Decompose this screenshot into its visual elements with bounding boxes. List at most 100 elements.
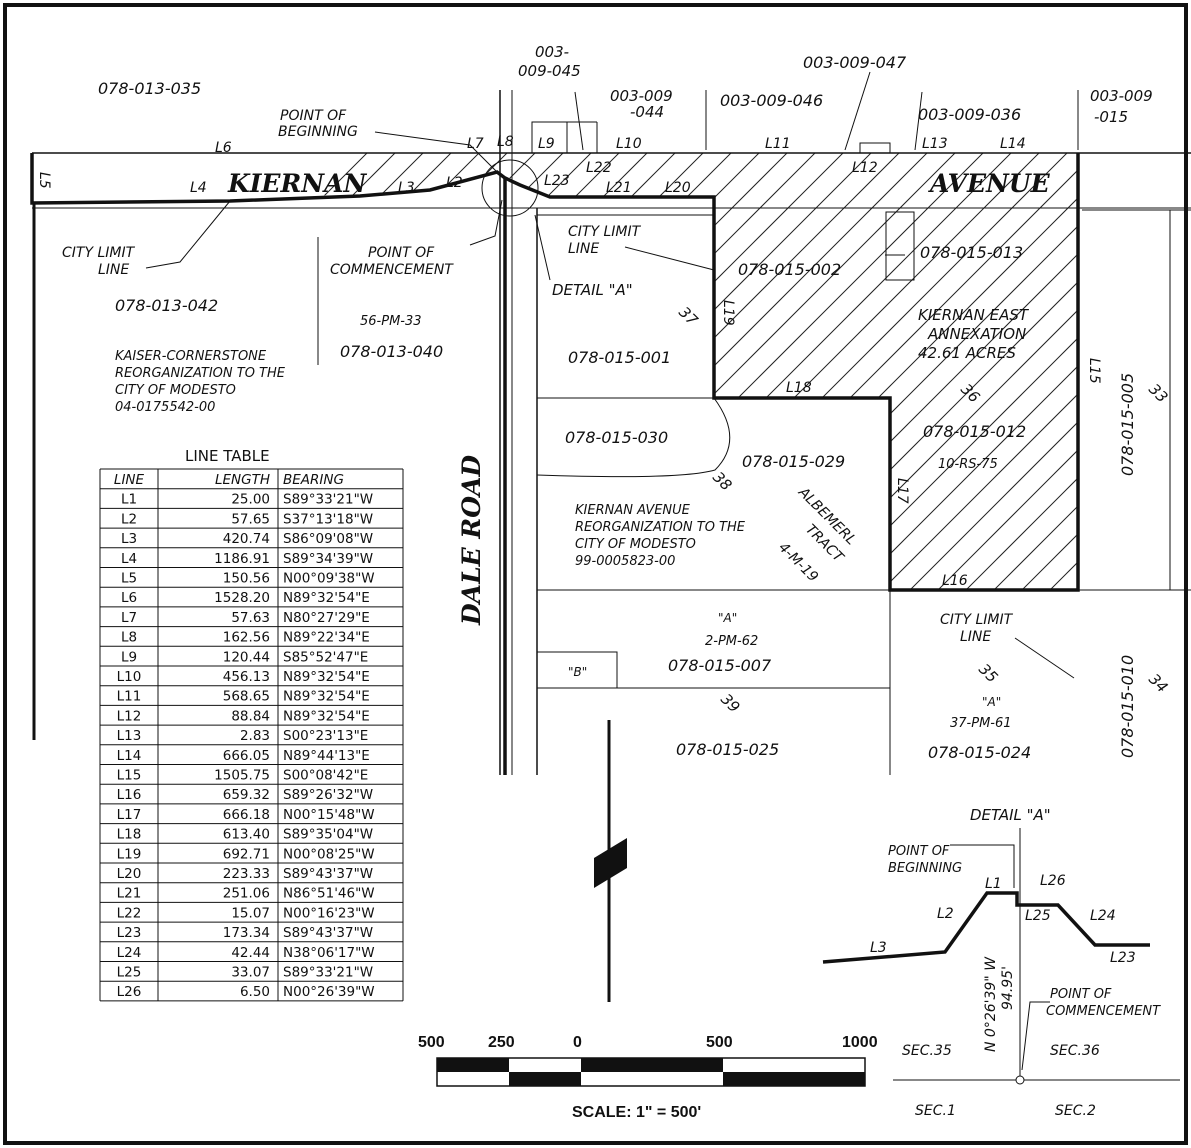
svg-text:078-015-030: 078-015-030 [565,428,668,447]
table-cell: L13 [117,728,142,744]
table-cell: L26 [117,984,142,1000]
table-cell: 2.83 [240,728,270,744]
svg-text:99-0005823-00: 99-0005823-00 [575,554,675,569]
svg-text:1000: 1000 [842,1034,878,1051]
table-cell: L21 [117,886,142,902]
svg-text:L10: L10 [616,136,642,152]
table-cell: S89°43'37"W [283,866,373,882]
boundary-line-labels: L5 L6 L4 L3 L2 L7 L8 L9 L10 L11 L12 L13 … [36,134,1102,589]
svg-text:L6: L6 [215,140,232,156]
svg-text:CITY OF MODESTO: CITY OF MODESTO [575,537,696,552]
table-cell: N00°08'25"W [283,846,375,862]
svg-text:42.61 ACRES: 42.61 ACRES [918,344,1016,362]
table-cell: N00°09'38"W [283,571,375,587]
svg-text:04-0175542-00: 04-0175542-00 [115,400,215,415]
svg-text:250: 250 [488,1034,515,1051]
svg-text:KIERNAN EAST: KIERNAN EAST [918,306,1030,324]
table-cell: L7 [121,610,137,626]
annexation-boundary [30,153,1080,775]
scale-bar: 500 250 0 500 1000 SCALE: 1" = 500' [418,1034,878,1121]
svg-text:POINT OF: POINT OF [888,844,950,859]
svg-text:078-013-040: 078-013-040 [340,342,443,361]
svg-text:078-013-042: 078-013-042 [115,296,218,315]
svg-text:POINT OF: POINT OF [368,245,435,261]
table-cell: L17 [117,807,142,823]
line-table-title: LINE TABLE [185,447,270,465]
svg-text:003-009: 003-009 [1090,87,1153,105]
svg-text:10-RS-75: 10-RS-75 [938,457,998,472]
avenue-label: AVENUE [928,169,1051,198]
table-cell: 251.06 [223,886,270,902]
table-cell: N38°06'17"W [283,945,375,961]
svg-text:36: 36 [957,380,983,406]
table-cell: 666.05 [223,748,270,764]
table-cell: L8 [121,630,137,646]
table-cell: 1528.20 [214,590,270,606]
svg-text:DETAIL "A": DETAIL "A" [970,806,1051,824]
table-cell: 120.44 [223,649,270,665]
svg-text:-044: -044 [630,103,664,121]
detail-a: DETAIL "A" POINT OF BEGINNING L1 L26 L25… [822,806,1180,1119]
svg-text:"B": "B" [568,665,587,679]
svg-text:2-PM-62: 2-PM-62 [705,634,758,649]
table-cell: L4 [121,551,137,567]
svg-text:078-015-005: 078-015-005 [1118,373,1137,476]
table-cell: L12 [117,708,142,724]
svg-text:L9: L9 [538,136,555,152]
leader-lines [145,71,1075,679]
table-cell: L3 [121,531,137,547]
parcel-labels: 078-013-035 003- 009-045 003-009 -044 00… [98,43,1153,762]
svg-text:L24: L24 [1090,908,1116,924]
svg-text:003-009-036: 003-009-036 [918,105,1021,124]
dale-road-label: DALE ROAD [457,455,486,626]
table-cell: L19 [117,846,142,862]
svg-text:CITY LIMIT: CITY LIMIT [62,245,136,261]
table-cell: S37°13'18"W [283,511,373,527]
table-cell: 15.07 [231,905,270,921]
table-cell: L1 [121,492,137,508]
svg-text:L23: L23 [1110,950,1136,966]
svg-text:4-M-19: 4-M-19 [775,540,821,586]
table-cell: 456.13 [223,669,270,685]
table-cell: L9 [121,649,137,665]
map-border [3,3,1188,1145]
table-cell: L11 [117,689,142,705]
table-cell: N89°32'54"E [283,669,370,685]
table-cell: S00°08'42"E [283,768,368,784]
scale-label: SCALE: 1" = 500' [572,1104,701,1121]
table-cell: N89°44'13"E [283,748,370,764]
table-cell: N89°22'34"E [283,630,370,646]
svg-text:078-015-012: 078-015-012 [923,422,1026,441]
table-cell: N86°51'46"W [283,886,375,902]
parcel-lines [531,90,1191,775]
table-cell: L5 [121,571,137,587]
svg-text:CITY OF MODESTO: CITY OF MODESTO [115,383,236,398]
table-cell: 25.00 [231,492,270,508]
table-cell: 150.56 [223,571,270,587]
table-cell: 666.18 [223,807,270,823]
svg-text:L20: L20 [665,180,691,196]
table-cell: L2 [121,511,137,527]
svg-text:L5: L5 [36,172,52,189]
table-cell: N89°32'54"E [283,689,370,705]
svg-text:003-009: 003-009 [610,87,673,105]
table-cell: 42.44 [231,945,270,961]
svg-text:L21: L21 [606,180,632,196]
svg-text:POINT OF: POINT OF [280,108,347,124]
svg-text:078-015-025: 078-015-025 [676,740,779,759]
svg-text:35: 35 [975,660,1001,686]
svg-text:L19: L19 [720,300,736,326]
svg-text:L17: L17 [894,478,910,504]
svg-text:L26: L26 [1040,873,1066,889]
svg-text:BEGINNING: BEGINNING [278,124,358,140]
svg-text:REORGANIZATION TO THE: REORGANIZATION TO THE [575,520,746,535]
table-cell: L23 [117,925,142,941]
table-cell: 659.32 [223,787,270,803]
svg-text:078-015-024: 078-015-024 [928,743,1031,762]
table-cell: S85°52'47"E [283,649,368,665]
table-cell: 6.50 [240,984,270,1000]
svg-text:078-015-002: 078-015-002 [738,260,841,279]
svg-text:L4: L4 [190,180,207,196]
table-cell: L22 [117,905,142,921]
svg-text:LINE: LINE [98,262,129,278]
